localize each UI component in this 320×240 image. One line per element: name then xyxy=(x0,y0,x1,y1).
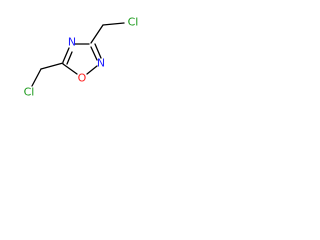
atom-o1-label: O xyxy=(78,72,87,85)
atom-n4-label: N xyxy=(68,36,76,49)
bond-ch2-cl-left xyxy=(31,68,42,87)
bond-c3-n2-double xyxy=(90,46,98,61)
bond-c3-ch2 xyxy=(90,24,104,44)
bond-c5-ch2 xyxy=(40,62,64,70)
bond-ch2-cl-right xyxy=(102,22,125,26)
structure-diagram: N N O Cl Cl xyxy=(24,16,139,99)
bond-c5-n4-double xyxy=(66,51,73,65)
bond-n2-o1 xyxy=(86,65,98,75)
atom-cl-left-label: Cl xyxy=(24,86,35,99)
bond-c3-n2 xyxy=(94,43,102,59)
atom-n2-label: N xyxy=(97,57,105,70)
bond-o1-c5 xyxy=(62,63,78,75)
atom-cl-right-label: Cl xyxy=(128,16,139,29)
bond-c5-n4 xyxy=(62,47,70,63)
